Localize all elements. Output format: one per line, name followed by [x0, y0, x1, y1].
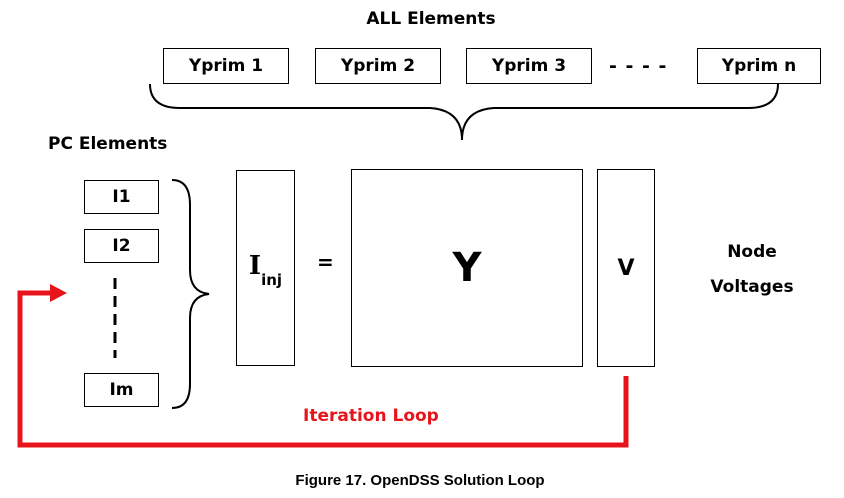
figure-caption: Figure 17. OpenDSS Solution Loop [295, 472, 545, 489]
node-voltages-line2: Voltages [710, 277, 794, 297]
admittance-matrix: Y [351, 169, 583, 367]
injection-current-symbol: Iinj [248, 251, 282, 288]
yprim-box-1: Yprim 1 [163, 48, 289, 84]
iteration-loop-path [17, 290, 629, 448]
yprim-box-n: Yprim n [697, 48, 821, 84]
yprim-box-2: Yprim 2 [315, 48, 441, 84]
injection-current-base: I [248, 251, 262, 282]
current-box-i1: I1 [84, 180, 159, 214]
iteration-loop-label: Iteration Loop [303, 406, 439, 426]
pc-elements-brace [171, 179, 210, 409]
current-box-i2: I2 [84, 229, 159, 263]
injection-current-vector: Iinj [236, 170, 295, 366]
node-voltages-line1: Node [727, 242, 777, 262]
injection-current-subscript: inj [261, 270, 283, 289]
all-elements-brace [149, 83, 779, 141]
yprim-box-3: Yprim 3 [466, 48, 592, 84]
voltage-vector: V [597, 169, 655, 367]
equals-sign: = [317, 250, 334, 274]
pc-elements-title: PC Elements [48, 134, 168, 154]
iteration-loop-arrowhead [50, 284, 67, 302]
current-box-im: Im [84, 373, 159, 407]
all-elements-title: ALL Elements [366, 9, 496, 29]
yprim-ellipsis: - - - - [609, 55, 668, 77]
